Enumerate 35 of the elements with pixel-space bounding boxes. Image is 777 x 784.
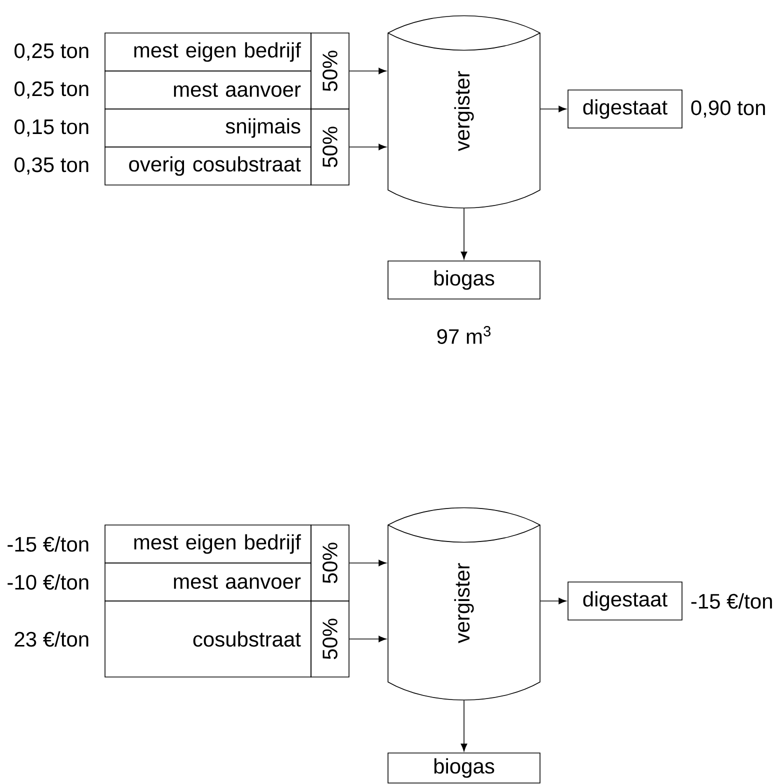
arrow xyxy=(540,598,566,604)
table-cell: mest aanvoer xyxy=(104,562,312,602)
process-box: digestaat xyxy=(568,90,682,128)
amount-label: -15 €/ton xyxy=(691,593,772,609)
amount-label: 0,35 ton xyxy=(14,157,88,175)
table-cell: overig cosubstraat xyxy=(104,146,312,186)
amount-label: 0,25 ton xyxy=(14,81,88,99)
process-box: biogas xyxy=(388,260,540,300)
arrow xyxy=(349,68,386,74)
share-cell: 50% xyxy=(310,600,350,678)
table-cell: snijmais xyxy=(104,108,312,148)
digester-tank: vergister xyxy=(388,15,540,208)
volume-label: 97 m$^{3}$ xyxy=(437,326,491,344)
share-cell: 50% xyxy=(310,108,350,186)
amount-label: 23 €/ton xyxy=(14,631,88,647)
amount-label: 0,90 ton xyxy=(691,100,765,118)
arrow xyxy=(460,208,468,260)
table-cell: mest eigen bedrijf xyxy=(104,524,312,564)
table-cell: cosubstraat xyxy=(104,600,312,678)
share-cell: 50% xyxy=(310,524,350,602)
arrow xyxy=(349,636,386,642)
arrow xyxy=(540,106,566,112)
process-box: biogas xyxy=(388,752,540,784)
arrow xyxy=(349,144,386,150)
table-cell: mest eigen bedrijf xyxy=(104,32,312,72)
share-cell: 50% xyxy=(310,32,350,110)
digester-tank: vergister xyxy=(388,507,540,700)
amount-label: 0,25 ton xyxy=(14,43,88,61)
amount-label: -15 €/ton xyxy=(8,536,88,552)
table-cell: mest aanvoer xyxy=(104,70,312,110)
amount-label: 0,15 ton xyxy=(14,119,88,137)
amount-label: -10 €/ton xyxy=(8,574,88,590)
arrow xyxy=(349,560,386,566)
arrow xyxy=(460,700,468,752)
process-box: digestaat xyxy=(568,582,682,620)
